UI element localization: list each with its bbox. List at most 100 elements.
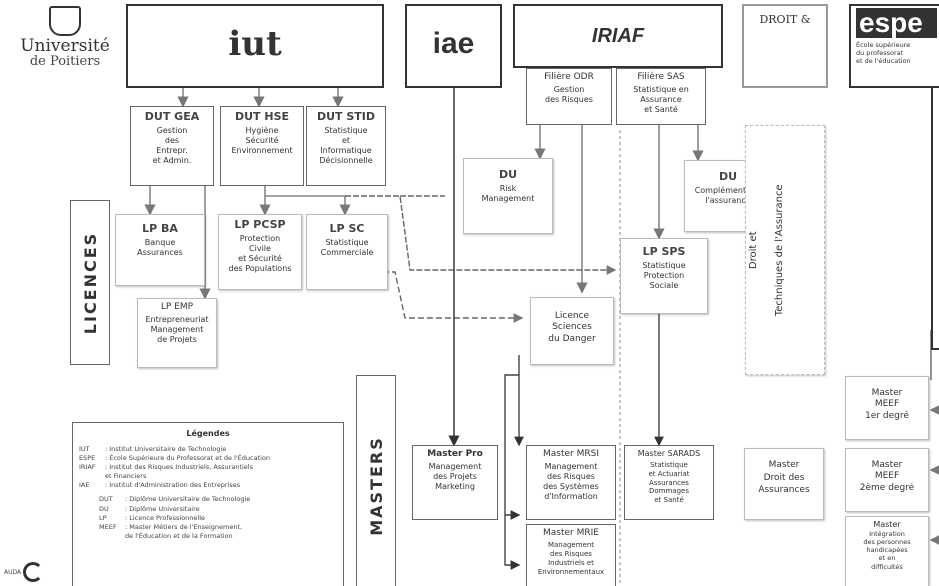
du-risk-title: DU [498,168,518,181]
master-meef1-title: Master MEEF 1er degré [865,388,909,421]
master-mrsi: Master MRSI Management des Risques des S… [526,445,616,520]
licences-label-box: LICENCES [70,200,110,365]
master-pro-desc: Management des Projets Marketing [428,462,482,492]
espe-logo-text: espe [856,8,937,38]
legend-diplomas: DUT : Diplôme Universitaire de Technologi… [99,495,337,540]
droit-logo-text: DROIT & [759,13,811,26]
legend-key [79,472,105,481]
droit-column-box: Droit et Techniques de l'Assurance [745,125,825,375]
dut-stid-title: DUT STID [316,110,376,123]
dut-gea-title: DUT GEA [144,110,200,123]
legend-key: LP [99,513,107,522]
master-meef-2: Master MEEF 2ème degré [845,448,929,512]
lp-emp-desc: Entrepreneuriat Management de Projets [145,315,209,345]
master-pro-title: Master Pro [427,449,483,459]
legend-value: : Institut d'Administration des Entrepri… [105,481,241,490]
legend-diploma-row: de l'Éducation et de la Formation [99,532,337,541]
legend-box: Légendes IUT : Institut Universitaire de … [72,422,344,586]
legend-value: et Financiers [105,472,147,481]
licence-danger-desc: Licence Sciences du Danger [548,311,596,344]
lp-pcsp-title: LP PCSP [234,218,286,231]
legend-institution-row: IAE: Institut d'Administration des Entre… [79,481,337,490]
dut-gea: DUT GEA Gestion des Entrepr. et Admin. [130,106,214,186]
master-sarads-desc: Statistique et Actuariat Assurances Domm… [648,461,690,504]
master-meef-1: Master MEEF 1er degré [845,376,929,440]
lp-sps-desc: Statistique Protection Sociale [642,260,686,290]
dut-hse-desc: Hygiène Sécurité Environnement [231,125,293,155]
master-sarads: Master SARADS Statistique et Actuariat A… [624,445,714,520]
licence-sciences-danger: Licence Sciences du Danger [530,297,614,365]
legend-institutions: IUT : Institut Universitaire de Technolog… [79,445,337,490]
iae-logo-text: iae [432,27,475,60]
espe-column-frame [931,88,939,350]
legend-diploma-row: DUT : Diplôme Universitaire de Technologi… [99,495,337,504]
dut-hse-title: DUT HSE [234,110,290,123]
legend-value: : Institut des Risques Industriels, Assu… [105,463,253,472]
poitiers-line2: de Poitiers [29,54,101,69]
filiere-odr-desc: Gestion des Risques [545,85,593,105]
du-assurance-desc: Complémentaire l'assurance [694,185,762,205]
footer-logo-text: AUDA [4,568,22,576]
master-droit-assurances: Master Droit des Assurances [744,448,824,520]
legend-key: MEEF [99,522,117,531]
legend-diploma-row: LP : Licence Professionnelle [99,514,337,523]
dut-gea-desc: Gestion des Entrepr. et Admin. [152,125,192,165]
iriaf-logo-text: IRIAF [591,25,645,47]
legend-institution-row: IUT : Institut Universitaire de Technolog… [79,445,337,454]
lp-sps-title: LP SPS [642,245,686,258]
master-meef2-title: Master MEEF 2ème degré [859,460,915,493]
dut-hse: DUT HSE Hygiène Sécurité Environnement [220,106,304,186]
lp-ba-desc: Banque Assurances [137,237,183,257]
lp-ba-title: LP BA [142,222,178,235]
master-droit-title: Master [768,460,800,470]
filiere-sas: Filière SAS Statistique en Assurance et … [616,68,706,125]
espe-tagline: École supérieure du professorat et de l'… [856,41,911,66]
legend-value: de l'Éducation et de la Formation [125,531,233,540]
master-droit-desc: Droit des Assurances [758,473,810,495]
legend-key: ESPE [79,454,96,463]
masters-label-box: MASTERS [356,375,396,586]
du-risk-desc: Risk Management [481,183,535,203]
filiere-sas-desc: Statistique en Assurance et Santé [633,85,689,115]
filiere-odr: Filière ODR Gestion des Risques [526,68,612,125]
master-mrsi-desc: Management des Risques des Systèmes d'In… [543,462,599,502]
iut-logo-text: iut [228,24,282,64]
legend-key: DU [99,504,109,513]
lp-emp-title: LP EMP [160,302,194,312]
poitiers-line1: Université [20,36,110,56]
legend-value: : Licence Professionnelle [125,513,206,522]
du-risk: DU Risk Management [463,158,553,234]
legend-value: : Diplôme Universitaire de Technologie [125,495,251,504]
iae-logo-box: iae [405,4,502,88]
master-pro: Master Pro Management des Projets Market… [412,445,498,520]
lp-ba: LP BA Banque Assurances [115,214,205,286]
poitiers-logo: Université de Poitiers [5,6,125,86]
droit-logo-box: DROIT & [742,4,828,88]
legend-value: : Diplôme Universitaire [125,504,200,513]
master-integration-desc: Intégration des personnes handicapées et… [863,530,911,571]
legend-value: : École Supérieure du Professorat et de … [105,454,271,463]
master-mrie-title: Master MRIE [543,528,599,538]
masters-label: MASTERS [367,436,386,536]
du-assurance-title: DU [718,170,738,183]
legend-diploma-row: MEEF: Master Métiers de l'Enseignement, [99,523,337,532]
master-mrie-desc: Management des Risques Industriels et En… [537,541,605,576]
master-integration-title: Master [873,520,901,529]
legend-value: : Institut Universitaire de Technologie [105,445,227,453]
crest-icon [49,6,81,36]
master-mrie: Master MRIE Management des Risques Indus… [526,524,616,586]
dut-stid-desc: Statistique et Informatique Décisionnell… [319,125,373,165]
lp-pcsp: LP PCSP Protection Civile et Sécurité de… [218,214,302,290]
legend-institution-row: et Financiers [79,472,337,481]
legend-institution-row: ESPE : École Supérieure du Professorat et… [79,454,337,463]
master-integration: Master Intégration des personnes handica… [845,516,929,586]
filiere-odr-title: Filière ODR [544,72,594,82]
licences-label: LICENCES [81,231,100,335]
legend-key: IRIAF [79,463,96,472]
legend-title: Légendes [186,429,230,438]
lp-pcsp-desc: Protection Civile et Sécurité des Popula… [228,233,292,273]
legend-key: IUT [79,445,90,453]
lp-sc: LP SC Statistique Commerciale [306,214,388,290]
footer-logo: AUDA [4,562,48,582]
legend-key: DUT [99,495,113,504]
